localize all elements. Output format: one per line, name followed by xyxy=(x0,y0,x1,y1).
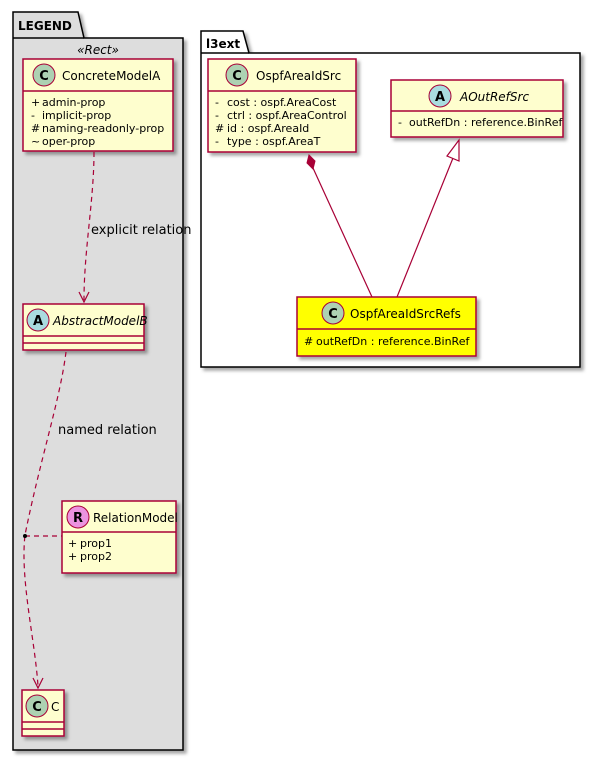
attr-vis: - xyxy=(215,109,219,122)
attr-vis: # xyxy=(215,122,224,135)
class-ospf-area-id-src[interactable]: C OspfAreaIdSrc - cost : ospf.AreaCost -… xyxy=(207,58,357,153)
attr-vis: - xyxy=(398,116,402,129)
class-name: ConcreteModelA xyxy=(62,69,161,83)
attr-vis: - xyxy=(215,135,219,148)
class-name: AbstractModelB xyxy=(52,314,148,328)
class-name: AOutRefSrc xyxy=(459,90,529,104)
attr-text: type : ospf.AreaT xyxy=(227,135,321,148)
attr-vis: + xyxy=(68,537,77,550)
class-c-icon xyxy=(321,301,345,325)
explicit-relation-edge: explicit relation xyxy=(78,151,191,304)
explicit-relation-label: explicit relation xyxy=(91,223,191,238)
inheritance-edge xyxy=(396,138,460,298)
attr-vis: + xyxy=(68,550,77,563)
class-name: OspfAreaIdSrcRefs xyxy=(350,307,461,321)
class-concrete-model-a[interactable]: C ConcreteModelA + admin-prop - implicit… xyxy=(22,58,174,152)
legend-stereotype: «Rect» xyxy=(77,43,119,57)
svg-text:C: C xyxy=(232,69,242,84)
abstract-a-icon xyxy=(428,84,452,108)
class-c-icon xyxy=(32,63,56,87)
svg-text:C: C xyxy=(32,700,42,715)
class-aout-ref-src[interactable]: A AOutRefSrc - outRefDn : reference.BinR… xyxy=(390,79,564,138)
class-relation-model[interactable]: R RelationModel + prop1 + prop2 xyxy=(61,500,178,574)
svg-text:R: R xyxy=(73,511,83,526)
class-c-icon xyxy=(25,694,49,718)
named-relation-edge: named relation xyxy=(23,351,157,690)
attr-text: id : ospf.AreaId xyxy=(227,122,309,135)
svg-text:A: A xyxy=(435,90,445,105)
attr-text: outRefDn : reference.BinRef xyxy=(409,116,563,129)
attr-text: implicit-prop xyxy=(42,109,111,122)
class-name: C xyxy=(51,700,59,714)
class-abstract-model-b[interactable]: A AbstractModelB xyxy=(22,303,148,351)
svg-text:C: C xyxy=(328,307,338,322)
class-c-icon xyxy=(225,63,249,87)
l3ext-package-title: l3ext xyxy=(206,37,240,51)
attr-text: naming-readonly-prop xyxy=(42,122,164,135)
legend-package-title: LEGEND xyxy=(18,19,72,33)
class-name: OspfAreaIdSrc xyxy=(256,69,341,83)
svg-text:C: C xyxy=(39,69,49,84)
attr-text: oper-prop xyxy=(42,135,95,148)
attr-text: ctrl : ospf.AreaControl xyxy=(227,109,347,122)
attr-vis: - xyxy=(31,109,35,122)
class-name: RelationModel xyxy=(93,511,178,525)
class-c[interactable]: C C xyxy=(21,689,65,737)
attr-vis: - xyxy=(215,96,219,109)
attr-text: prop1 xyxy=(80,537,112,550)
relation-r-icon xyxy=(66,505,90,529)
attr-vis: + xyxy=(31,96,40,109)
attr-vis: ~ xyxy=(31,135,40,148)
attr-vis: # xyxy=(31,122,40,135)
composition-edge xyxy=(306,154,373,298)
class-ospf-area-id-src-refs[interactable]: C OspfAreaIdSrcRefs # outRefDn : referen… xyxy=(296,296,477,357)
attr-text: outRefDn : reference.BinRef xyxy=(316,335,470,348)
attr-vis: # xyxy=(304,335,313,348)
named-relation-label: named relation xyxy=(58,423,157,438)
attr-text: admin-prop xyxy=(42,96,105,109)
attr-text: prop2 xyxy=(80,550,112,563)
attr-text: cost : ospf.AreaCost xyxy=(227,96,337,109)
abstract-a-icon xyxy=(26,308,50,332)
svg-text:A: A xyxy=(33,314,43,329)
